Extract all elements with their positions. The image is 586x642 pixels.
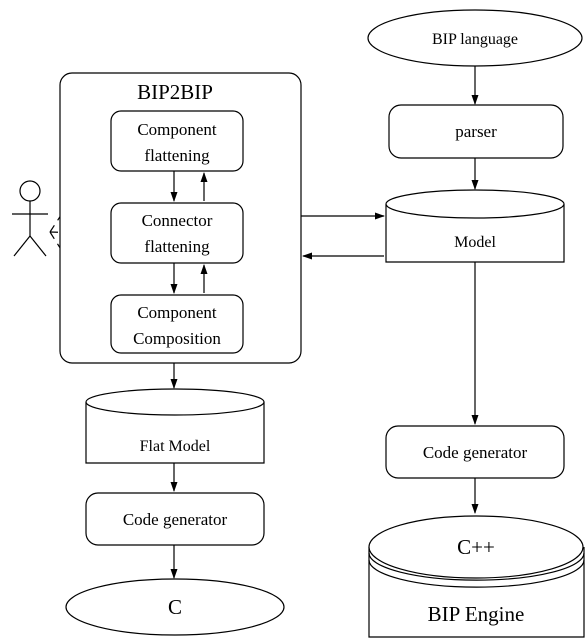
user-actor-icon	[12, 180, 48, 257]
component-composition-box: Component Composition	[110, 294, 244, 354]
model-label: Model	[454, 234, 496, 251]
component-composition-label-line2: Composition	[133, 329, 221, 348]
component-flattening-box: Component flattening	[110, 110, 244, 172]
connector-flattening-box: Connector flattening	[110, 202, 244, 264]
connector-flattening-label-line2: flattening	[144, 237, 210, 256]
component-composition-label-line1: Component	[137, 303, 217, 322]
connector-flattening-label-line1: Connector	[142, 211, 213, 230]
bip-language-node: BIP language	[367, 9, 583, 67]
bip-engine-node: C++ BIP Engine	[368, 515, 585, 638]
bip2bip-title: BIP2BIP	[137, 80, 213, 104]
code-generator-right-box: Code generator	[385, 425, 565, 479]
bip-language-label: BIP language	[432, 31, 518, 48]
bip-engine-label: BIP Engine	[428, 602, 525, 626]
code-generator-left-box: Code generator	[85, 492, 265, 546]
component-flattening-label-line1: Component	[137, 120, 217, 139]
flat-model-label: Flat Model	[140, 438, 211, 455]
cpp-label: C++	[457, 535, 495, 559]
code-generator-right-label: Code generator	[423, 443, 528, 462]
bip2bip-model-arrows	[301, 212, 385, 260]
flat-model-db: Flat Model	[85, 388, 265, 464]
code-generator-left-label: Code generator	[123, 510, 228, 529]
parser-label: parser	[455, 122, 497, 141]
parser-box: parser	[388, 104, 564, 159]
c-output-node: C	[65, 578, 285, 636]
bip2bip-internal-arrows	[170, 171, 208, 294]
model-db: Model	[385, 189, 565, 263]
c-output-label: C	[168, 595, 182, 619]
component-flattening-label-line2: flattening	[144, 146, 210, 165]
